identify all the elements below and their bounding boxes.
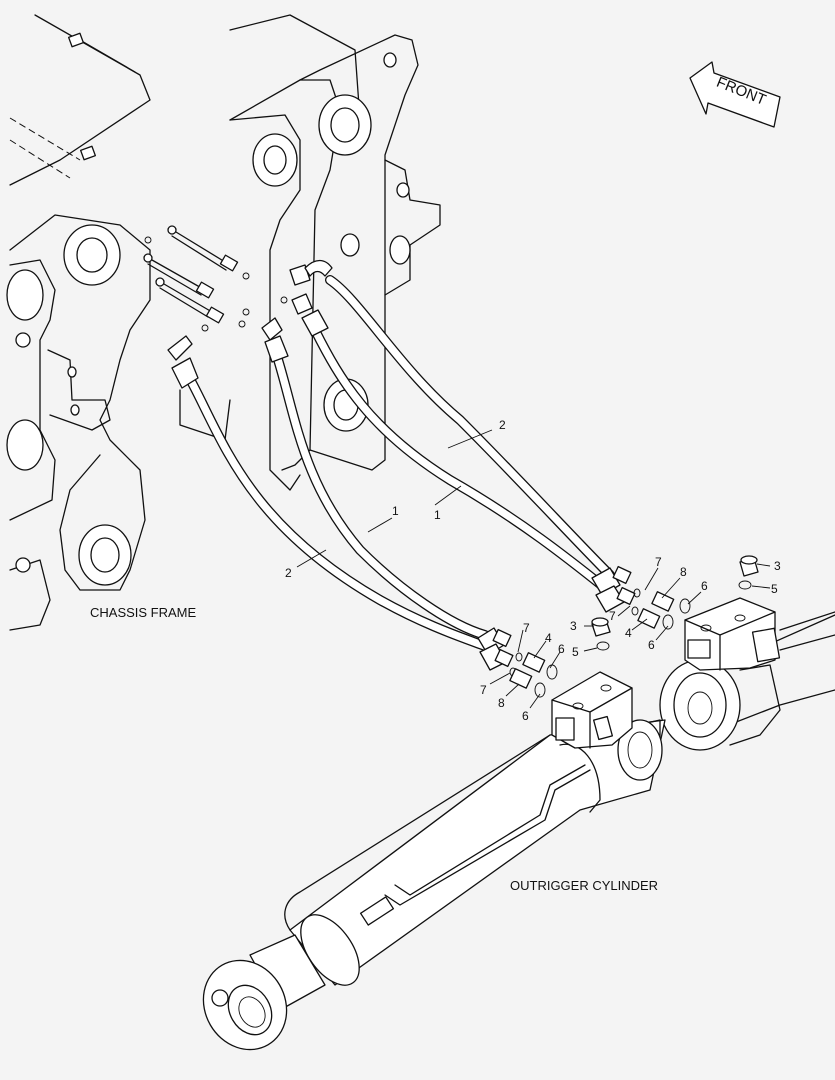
callout-left-6-bottom: 6 xyxy=(522,709,529,723)
callout-hose-1-lower: 1 xyxy=(392,504,399,518)
bolt-lower xyxy=(155,277,225,324)
callout-hose-2-upper: 2 xyxy=(499,418,506,432)
hose-end-fittings-upper xyxy=(167,259,333,389)
bolt-upper xyxy=(167,225,239,272)
callout-right-4: 4 xyxy=(625,626,632,640)
callout-right-7-top: 7 xyxy=(655,555,662,569)
chassis-frame xyxy=(6,14,441,631)
callout-left-5: 5 xyxy=(572,645,579,659)
hoses xyxy=(167,259,636,671)
rear-outrigger-cylinder xyxy=(659,597,835,751)
callout-left-6-top: 6 xyxy=(558,642,565,656)
hose-end-fittings-lower xyxy=(477,565,636,671)
callout-left-4: 4 xyxy=(545,631,552,645)
callout-left-7-top: 7 xyxy=(523,621,530,635)
bolt-middle xyxy=(143,253,215,299)
callout-right-7-mid: 7 xyxy=(609,609,616,623)
hose-1-front xyxy=(180,365,495,653)
outrigger-cylinder xyxy=(202,671,666,1051)
callout-left-3: 3 xyxy=(570,619,577,633)
callout-left-8: 8 xyxy=(498,696,505,710)
callout-right-6-top: 6 xyxy=(701,579,708,593)
callout-hose-2-lower: 2 xyxy=(285,566,292,580)
callout-right-5: 5 xyxy=(771,582,778,596)
callout-right-8: 8 xyxy=(680,565,687,579)
chassis-frame-label: CHASSIS FRAME xyxy=(90,605,197,620)
leader-lines xyxy=(296,429,771,709)
callout-numbers: 2 1 1 2 7 8 6 7 4 6 3 5 3 5 7 4 6 7 8 6 xyxy=(285,418,781,723)
hose-2-rear xyxy=(325,275,615,580)
callout-right-3: 3 xyxy=(774,559,781,573)
frame-fittings xyxy=(143,225,288,332)
callout-right-6-bottom: 6 xyxy=(648,638,655,652)
callout-left-7-bottom: 7 xyxy=(480,683,487,697)
hose-2-front xyxy=(270,345,490,640)
outrigger-cylinder-label: OUTRIGGER CYLINDER xyxy=(510,878,658,893)
hose-1-rear xyxy=(310,325,610,593)
callout-hose-1-upper: 1 xyxy=(434,508,441,522)
front-arrow: FRONT xyxy=(689,61,781,128)
